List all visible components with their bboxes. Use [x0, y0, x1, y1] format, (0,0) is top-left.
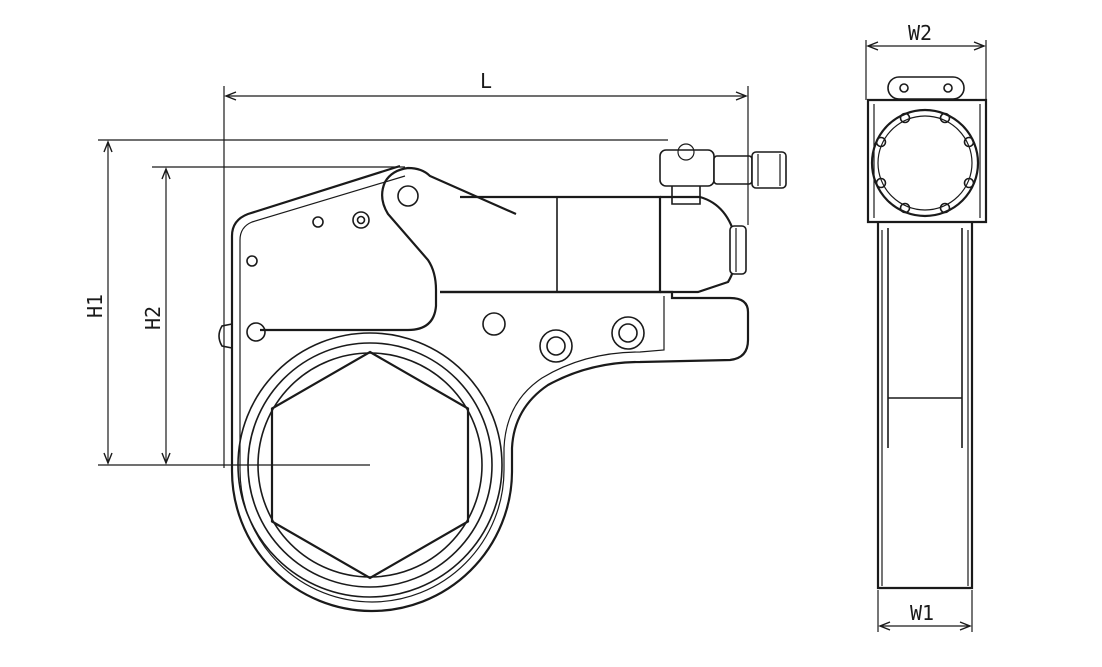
- cylinder-end-cap: [660, 195, 738, 294]
- hose-coupler-tip: [751, 151, 787, 189]
- bolt-icon: [963, 136, 975, 148]
- dimension-H2-label: H2: [141, 306, 165, 330]
- bolt-icon: [875, 136, 887, 148]
- dimension-H1-label: H1: [83, 294, 107, 318]
- pin-1-outer: [539, 329, 573, 363]
- bolt-icon: [875, 177, 887, 189]
- hole-medium-1: [246, 322, 266, 342]
- hole-small-1: [312, 216, 324, 228]
- front-head: [866, 98, 988, 224]
- pin-2-outer: [611, 316, 645, 350]
- hose-coupler: [713, 155, 753, 185]
- link-arm: [260, 166, 517, 332]
- cap-bolts: [875, 112, 975, 214]
- front-body: [876, 222, 974, 590]
- front-view: W2 W1: [865, 21, 988, 632]
- arm-pivot-pin: [397, 185, 419, 207]
- hole-medium-2: [482, 312, 506, 336]
- bolt-icon: [899, 202, 911, 214]
- hole-nipple-inner: [356, 215, 366, 225]
- dimension-L-label: L: [480, 69, 492, 93]
- handle-hole-left: [899, 83, 909, 93]
- bolt-icon: [939, 112, 951, 124]
- dimension-W1-label: W1: [910, 601, 934, 625]
- bolt-icon: [899, 112, 911, 124]
- side-stub: [218, 323, 233, 349]
- hex-opening: [270, 350, 470, 580]
- body-inner-outline: [239, 175, 665, 603]
- hole-nipple-outer: [352, 211, 370, 229]
- handle-hole-right: [943, 83, 953, 93]
- bolt-icon: [939, 202, 951, 214]
- side-view: L H1 H2: [83, 69, 787, 613]
- bolt-icon: [963, 177, 975, 189]
- hole-small-2: [246, 255, 258, 267]
- cylinder-cap-inner: [877, 115, 973, 211]
- body-outline: [230, 164, 750, 613]
- swivel-block: [659, 149, 715, 187]
- dimension-W2-label: W2: [908, 21, 932, 45]
- cylinder: [440, 195, 662, 294]
- pin-1-inner: [546, 336, 566, 356]
- rear-port: [729, 225, 747, 275]
- cylinder-cap-outer: [870, 108, 980, 218]
- pin-2-inner: [618, 323, 638, 343]
